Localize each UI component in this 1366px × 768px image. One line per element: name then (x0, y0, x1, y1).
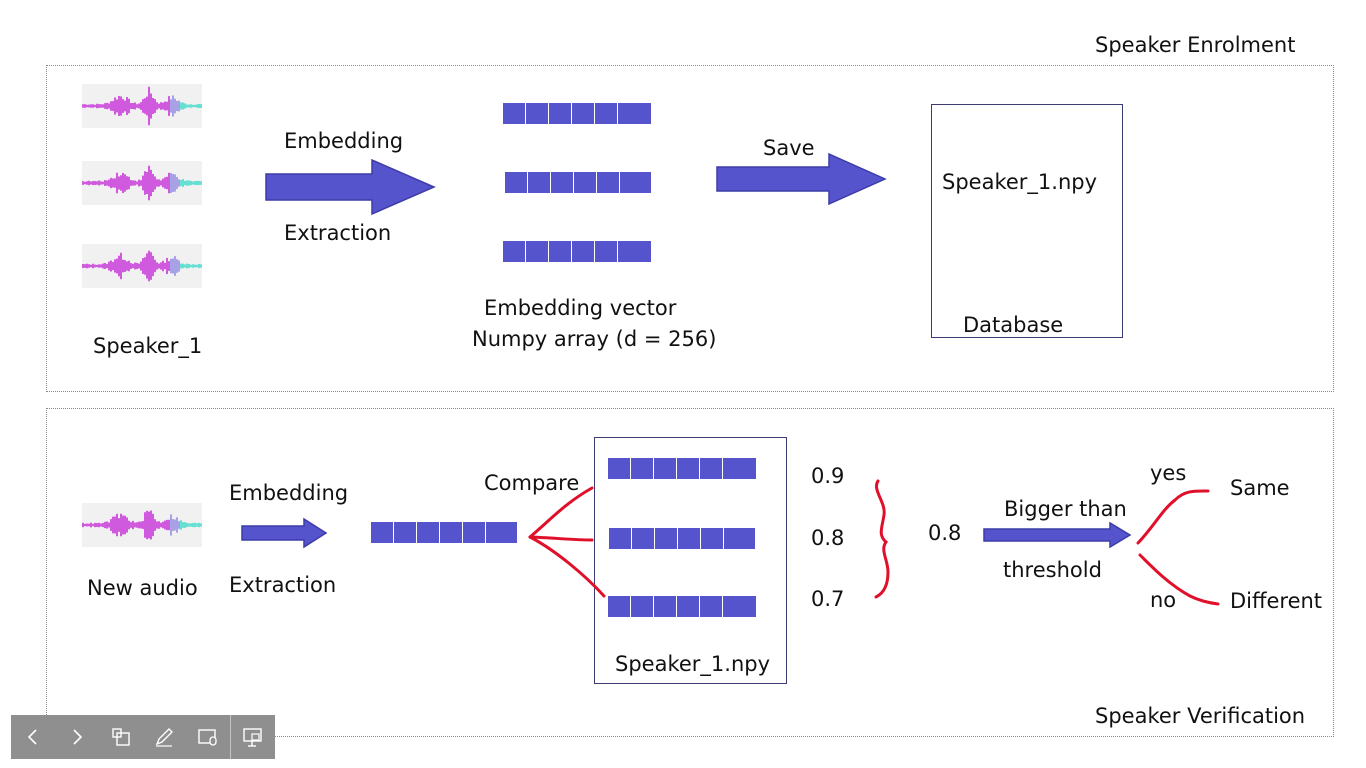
database-label: Database (963, 313, 1064, 337)
database-box (931, 104, 1123, 338)
threshold-label-bottom: threshold (1003, 558, 1102, 582)
threshold-arrow (983, 521, 1132, 549)
enrolment-panel (46, 65, 1334, 392)
stored-vector-3 (608, 596, 756, 617)
new-embedding-vector (371, 522, 517, 543)
verification-extraction-arrow (241, 517, 328, 549)
vector-label-line2: Numpy array (d = 256) (472, 327, 717, 351)
different-label: Different (1230, 589, 1323, 613)
stored-file-label: Speaker_1.npy (615, 652, 771, 676)
embedding-vector-3 (503, 241, 651, 262)
aggregate-score: 0.8 (928, 521, 962, 545)
waveform-graphic (82, 250, 202, 282)
score-1: 0.9 (811, 464, 845, 488)
toolbar-divider (230, 715, 232, 759)
slides-icon (111, 728, 130, 746)
audio-waveform-1 (82, 84, 202, 128)
display-settings-icon (243, 728, 262, 747)
verification-arrow-label-bottom: Extraction (229, 573, 337, 597)
arrow-label-bottom: Extraction (284, 221, 392, 245)
chevron-left-icon (27, 729, 37, 745)
display-settings-button[interactable] (231, 715, 275, 759)
score-2: 0.8 (811, 526, 845, 550)
yes-label: yes (1150, 461, 1187, 485)
waveform-graphic (82, 165, 202, 201)
extraction-arrow (265, 158, 436, 216)
speaker-label: Speaker_1 (93, 334, 203, 358)
database-file-label: Speaker_1.npy (942, 170, 1098, 194)
subtitles-button[interactable] (186, 715, 230, 759)
next-button[interactable] (55, 715, 99, 759)
new-audio-waveform (82, 503, 202, 547)
no-label: no (1150, 588, 1177, 612)
pen-icon (156, 728, 174, 747)
stored-vector-2 (609, 528, 755, 549)
vector-label-line1: Embedding vector (484, 296, 677, 320)
subtitles-icon (198, 729, 217, 746)
verification-title: Speaker Verification (1095, 704, 1306, 728)
verification-panel (46, 408, 1334, 737)
compare-label: Compare (484, 471, 580, 495)
score-3: 0.7 (811, 587, 845, 611)
waveform-graphic (82, 86, 202, 126)
audio-waveform-3 (82, 244, 202, 288)
threshold-label-top: Bigger than (1004, 497, 1127, 521)
audio-waveform-2 (82, 161, 202, 205)
embedding-vector-1 (503, 103, 651, 124)
save-arrow (716, 152, 887, 206)
presenter-toolbar (11, 715, 275, 759)
new-audio-label: New audio (87, 576, 198, 600)
arrow-label-top: Embedding (284, 129, 404, 153)
stored-vector-1 (608, 458, 756, 479)
pen-button[interactable] (142, 715, 186, 759)
waveform-graphic (82, 510, 202, 540)
save-label: Save (763, 136, 815, 160)
same-label: Same (1230, 476, 1290, 500)
embedding-vector-2 (505, 172, 651, 193)
chevron-right-icon (73, 729, 82, 745)
enrolment-title: Speaker Enrolment (1095, 33, 1296, 57)
see-all-slides-button[interactable] (99, 715, 143, 759)
previous-button[interactable] (11, 715, 55, 759)
verification-arrow-label-top: Embedding (229, 481, 349, 505)
